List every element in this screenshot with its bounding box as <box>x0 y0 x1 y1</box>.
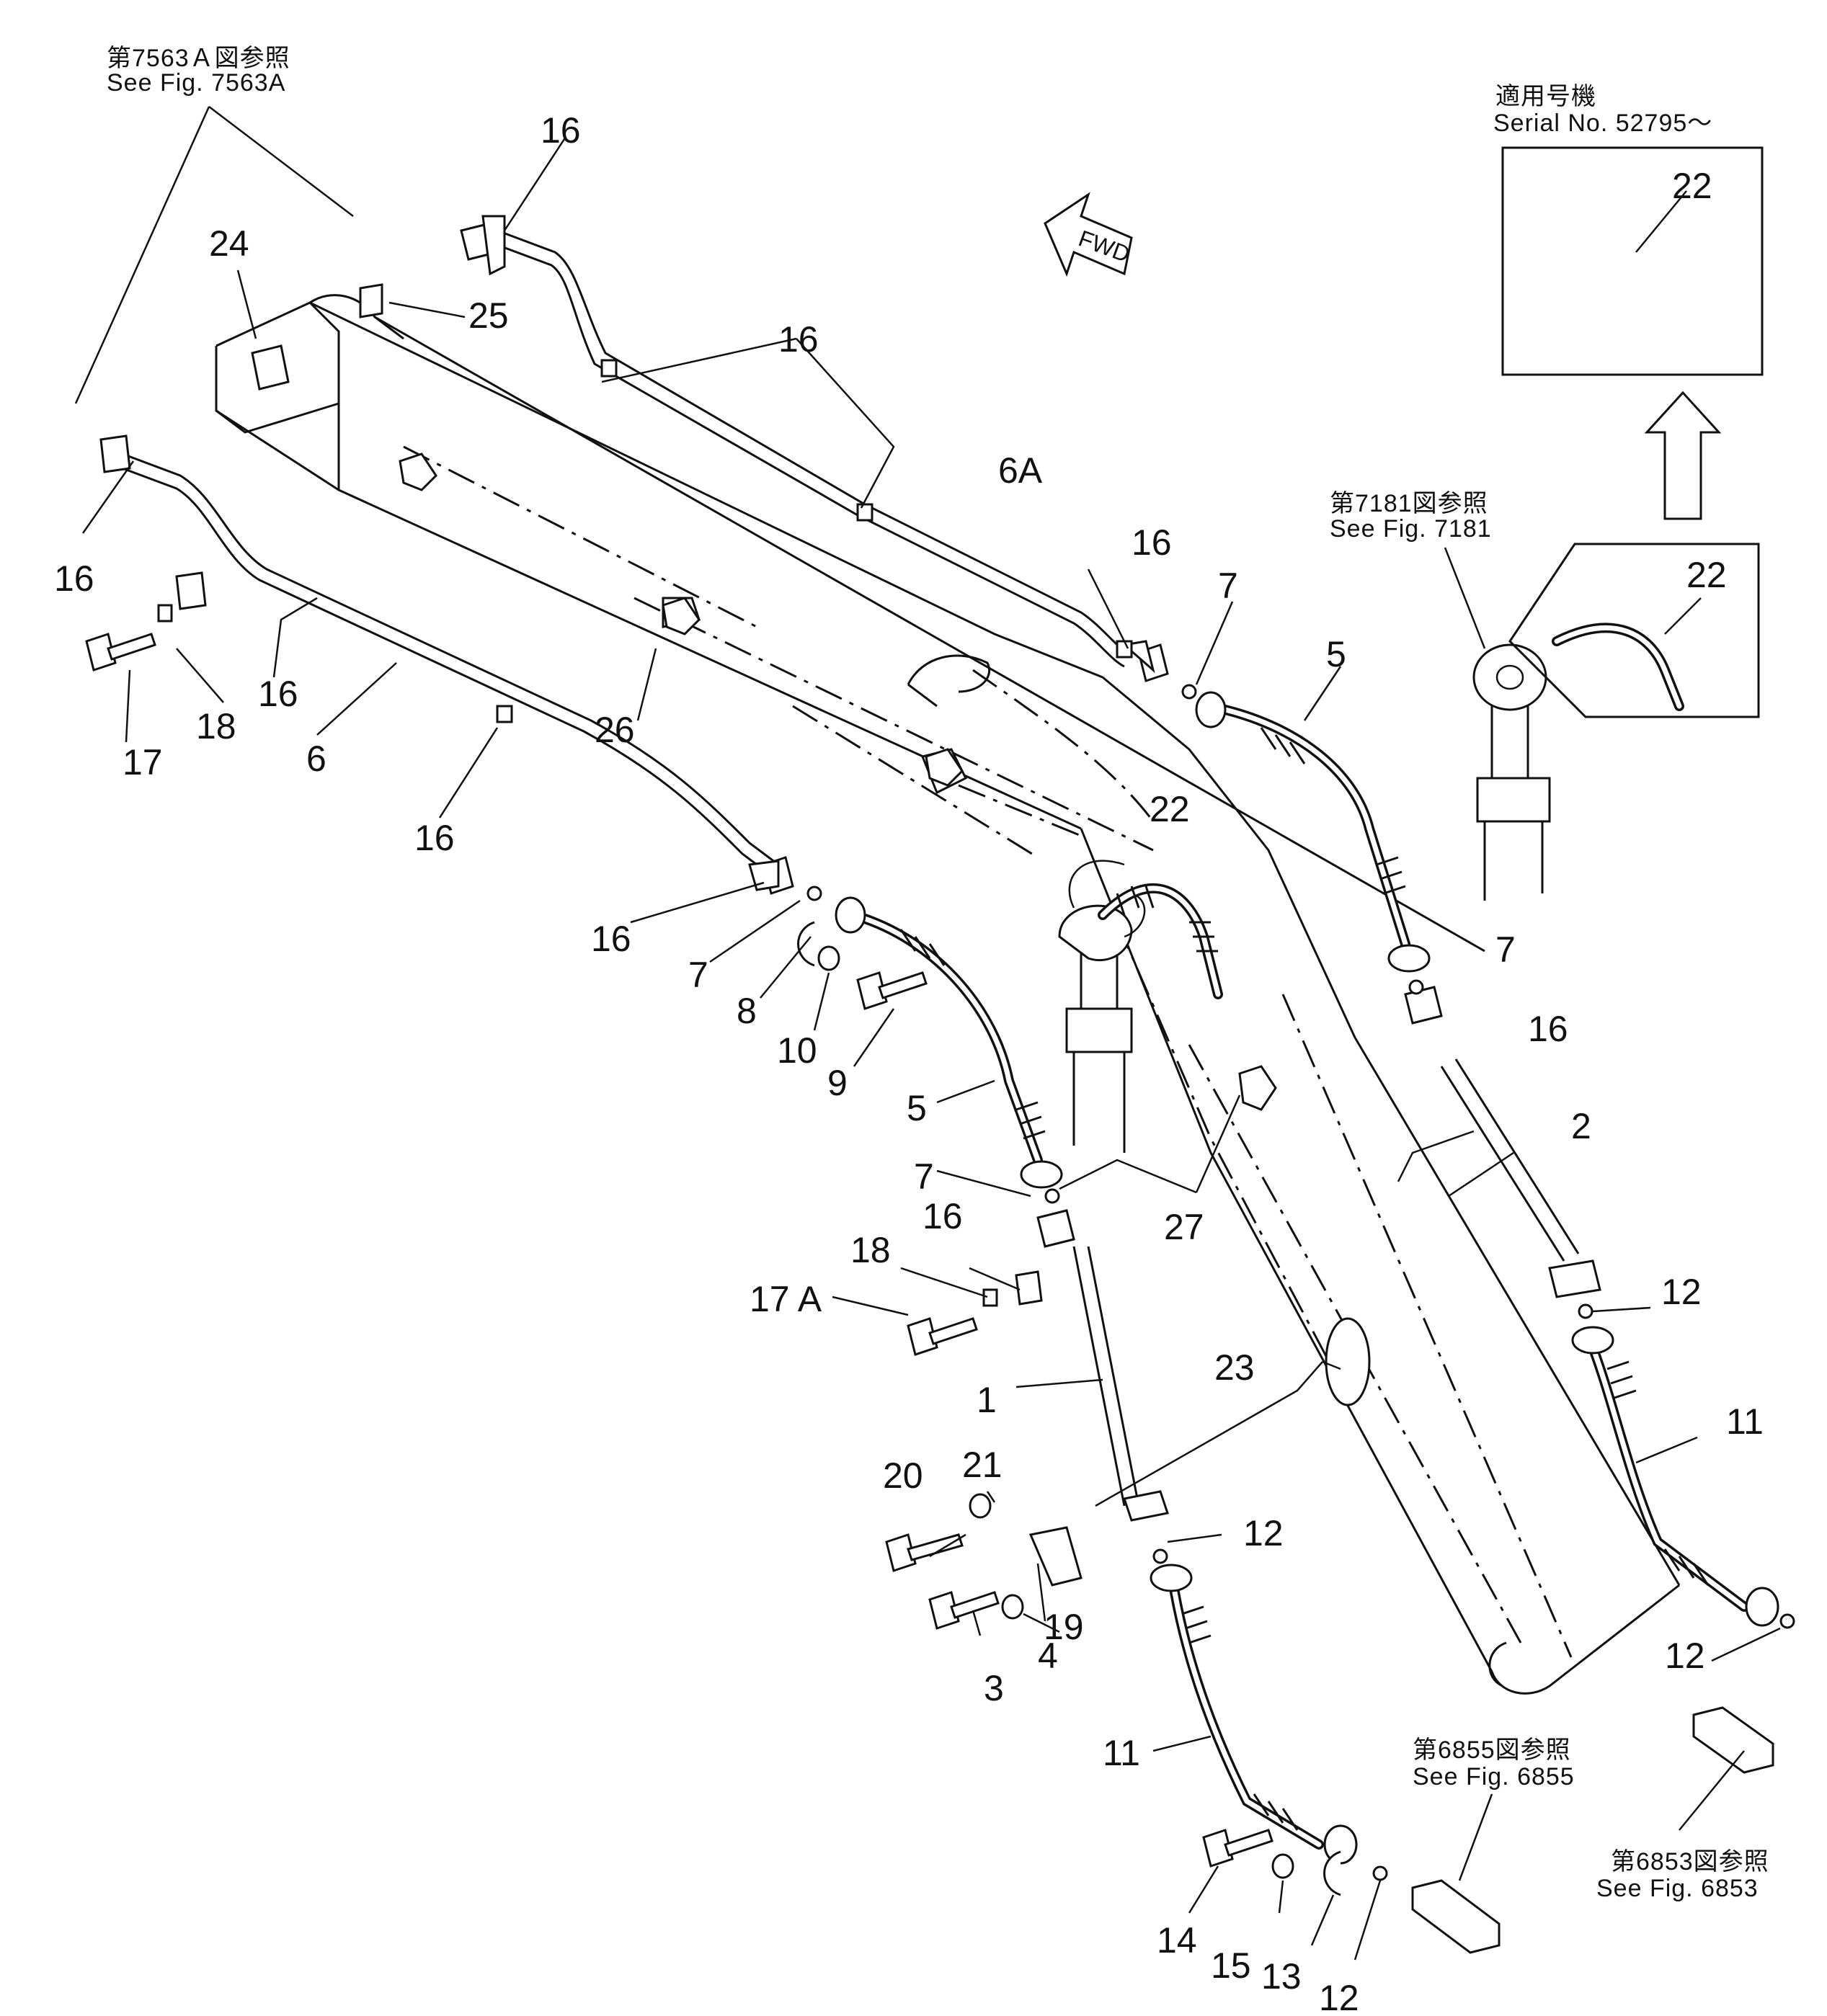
callout-23: 23 <box>1214 1347 1255 1388</box>
callout-17a: 17 A <box>750 1279 822 1319</box>
callout-6: 6 <box>306 739 326 779</box>
callout-22: 22 <box>1150 789 1190 829</box>
callout-16: 16 <box>1132 522 1172 563</box>
callout-10: 10 <box>777 1030 817 1071</box>
ref-serial-en: Serial No. 52795～ <box>1493 110 1712 137</box>
callout-22: 22 <box>1686 555 1727 595</box>
callout-12: 12 <box>1243 1513 1284 1553</box>
callout-7: 7 <box>1218 566 1238 606</box>
callout-24: 24 <box>209 223 249 264</box>
callout-8: 8 <box>737 991 757 1031</box>
callout-3: 3 <box>984 1668 1004 1708</box>
callout-2: 2 <box>1571 1106 1591 1146</box>
callout-19: 19 <box>1044 1607 1084 1647</box>
hydraulic-pipes <box>122 229 1580 1507</box>
callout-16: 16 <box>258 674 298 714</box>
callout-17: 17 <box>123 742 163 782</box>
pipe-clamps <box>99 215 1601 1522</box>
callout-22: 22 <box>1672 166 1712 206</box>
callout-11: 11 <box>1103 1733 1140 1773</box>
ref-6855-jp: 第6855図参照 <box>1413 1736 1571 1764</box>
arm-cylinder <box>1472 643 1551 901</box>
hose22-inset <box>1508 543 1760 718</box>
boom-cylinder <box>1058 860 1146 1153</box>
callout-21: 21 <box>962 1445 1003 1485</box>
callout-7: 7 <box>914 1156 934 1197</box>
fwd-arrow: FWD <box>1044 192 1134 277</box>
callout-18: 18 <box>196 706 236 746</box>
callout-15: 15 <box>1211 1945 1251 1986</box>
callout-14: 14 <box>1157 1920 1197 1961</box>
callout-16: 16 <box>591 919 631 959</box>
callout-16: 16 <box>54 558 94 599</box>
ref-6853-en: See Fig. 6853 <box>1596 1875 1759 1902</box>
hardware <box>85 571 1795 1954</box>
callout-27: 27 <box>1164 1207 1204 1247</box>
callout-9: 9 <box>827 1063 848 1103</box>
leader-lines <box>74 106 1781 1961</box>
callout-13: 13 <box>1261 1956 1302 1997</box>
ref-7181-en: See Fig. 7181 <box>1330 515 1492 543</box>
callout-12: 12 <box>1661 1272 1702 1312</box>
ref-7181-jp: 第7181図参照 <box>1330 490 1488 517</box>
callout-1: 1 <box>977 1380 997 1420</box>
ref-serial-jp: 適用号機 <box>1495 83 1596 110</box>
figure-references: 第7563Ａ図参照 See Fig. 7563A 適用号機 Serial No.… <box>107 45 1769 1902</box>
callout-4: 4 <box>1038 1636 1058 1676</box>
callout-numbers: 16 24 25 16 6A 16 7 5 22 22 16 16 18 17 … <box>54 110 1764 2016</box>
callout-25: 25 <box>468 295 509 336</box>
ref-6853-jp: 第6853図参照 <box>1611 1848 1769 1875</box>
callout-16: 16 <box>414 818 455 858</box>
callout-6a: 6A <box>998 450 1043 491</box>
callout-11: 11 <box>1726 1401 1764 1442</box>
callout-12: 12 <box>1665 1636 1705 1676</box>
callout-5: 5 <box>907 1088 927 1128</box>
callout-7: 7 <box>1495 929 1516 970</box>
callout-16: 16 <box>778 319 819 360</box>
callout-26: 26 <box>595 710 635 750</box>
ref-7563a-jp: 第7563Ａ図参照 <box>107 45 290 72</box>
callout-18: 18 <box>850 1230 891 1270</box>
ref-6855-en: See Fig. 6855 <box>1413 1763 1575 1790</box>
serial-inset <box>1501 146 1764 520</box>
callout-7: 7 <box>688 955 708 995</box>
callout-16: 16 <box>1528 1009 1568 1049</box>
callout-16: 16 <box>541 110 581 151</box>
callout-20: 20 <box>883 1455 923 1496</box>
callout-16: 16 <box>923 1196 963 1236</box>
callout-5: 5 <box>1326 634 1346 674</box>
callout-12: 12 <box>1319 1978 1359 2016</box>
ref-7563a-en: See Fig. 7563A <box>107 69 285 97</box>
